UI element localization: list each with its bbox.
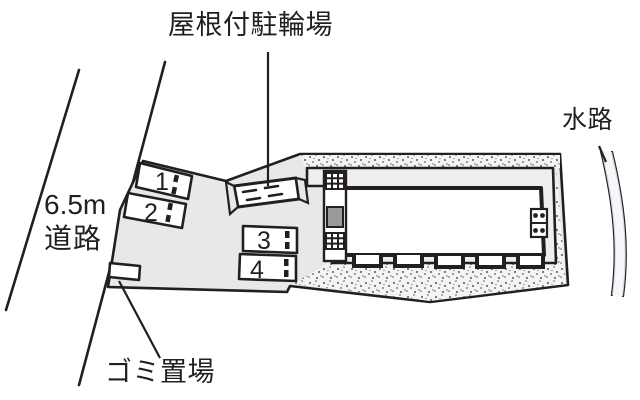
parking-stall-number-4: 4 <box>250 256 264 284</box>
label-garbage-area: ゴミ置場 <box>105 357 215 387</box>
stairwell <box>322 169 348 263</box>
parking-stall-number-1: 1 <box>155 168 169 196</box>
meter-box <box>529 207 549 239</box>
parking-stall-4 <box>237 252 298 283</box>
bicycle-racks <box>241 184 284 202</box>
parking-stall-number-3: 3 <box>257 227 271 255</box>
parking-stall-3 <box>241 224 299 255</box>
main-building <box>305 166 558 269</box>
leader-lines <box>118 52 608 359</box>
covered-bicycle-parking <box>224 176 310 217</box>
waterway-channel <box>599 149 627 298</box>
building-balconies <box>352 255 545 269</box>
parking-stall-2 <box>122 191 188 230</box>
label-road-width: 6.5m <box>44 189 107 220</box>
label-waterway: 水路 <box>562 106 614 134</box>
garbage-area-box <box>107 261 142 282</box>
label-road: 道路 <box>44 223 103 254</box>
gravel-ground-area <box>293 155 566 301</box>
parking-stall-1 <box>134 161 194 201</box>
label-covered-bicycle-parking: 屋根付駐輪場 <box>168 10 333 40</box>
parking-stall-number-2: 2 <box>144 199 158 227</box>
